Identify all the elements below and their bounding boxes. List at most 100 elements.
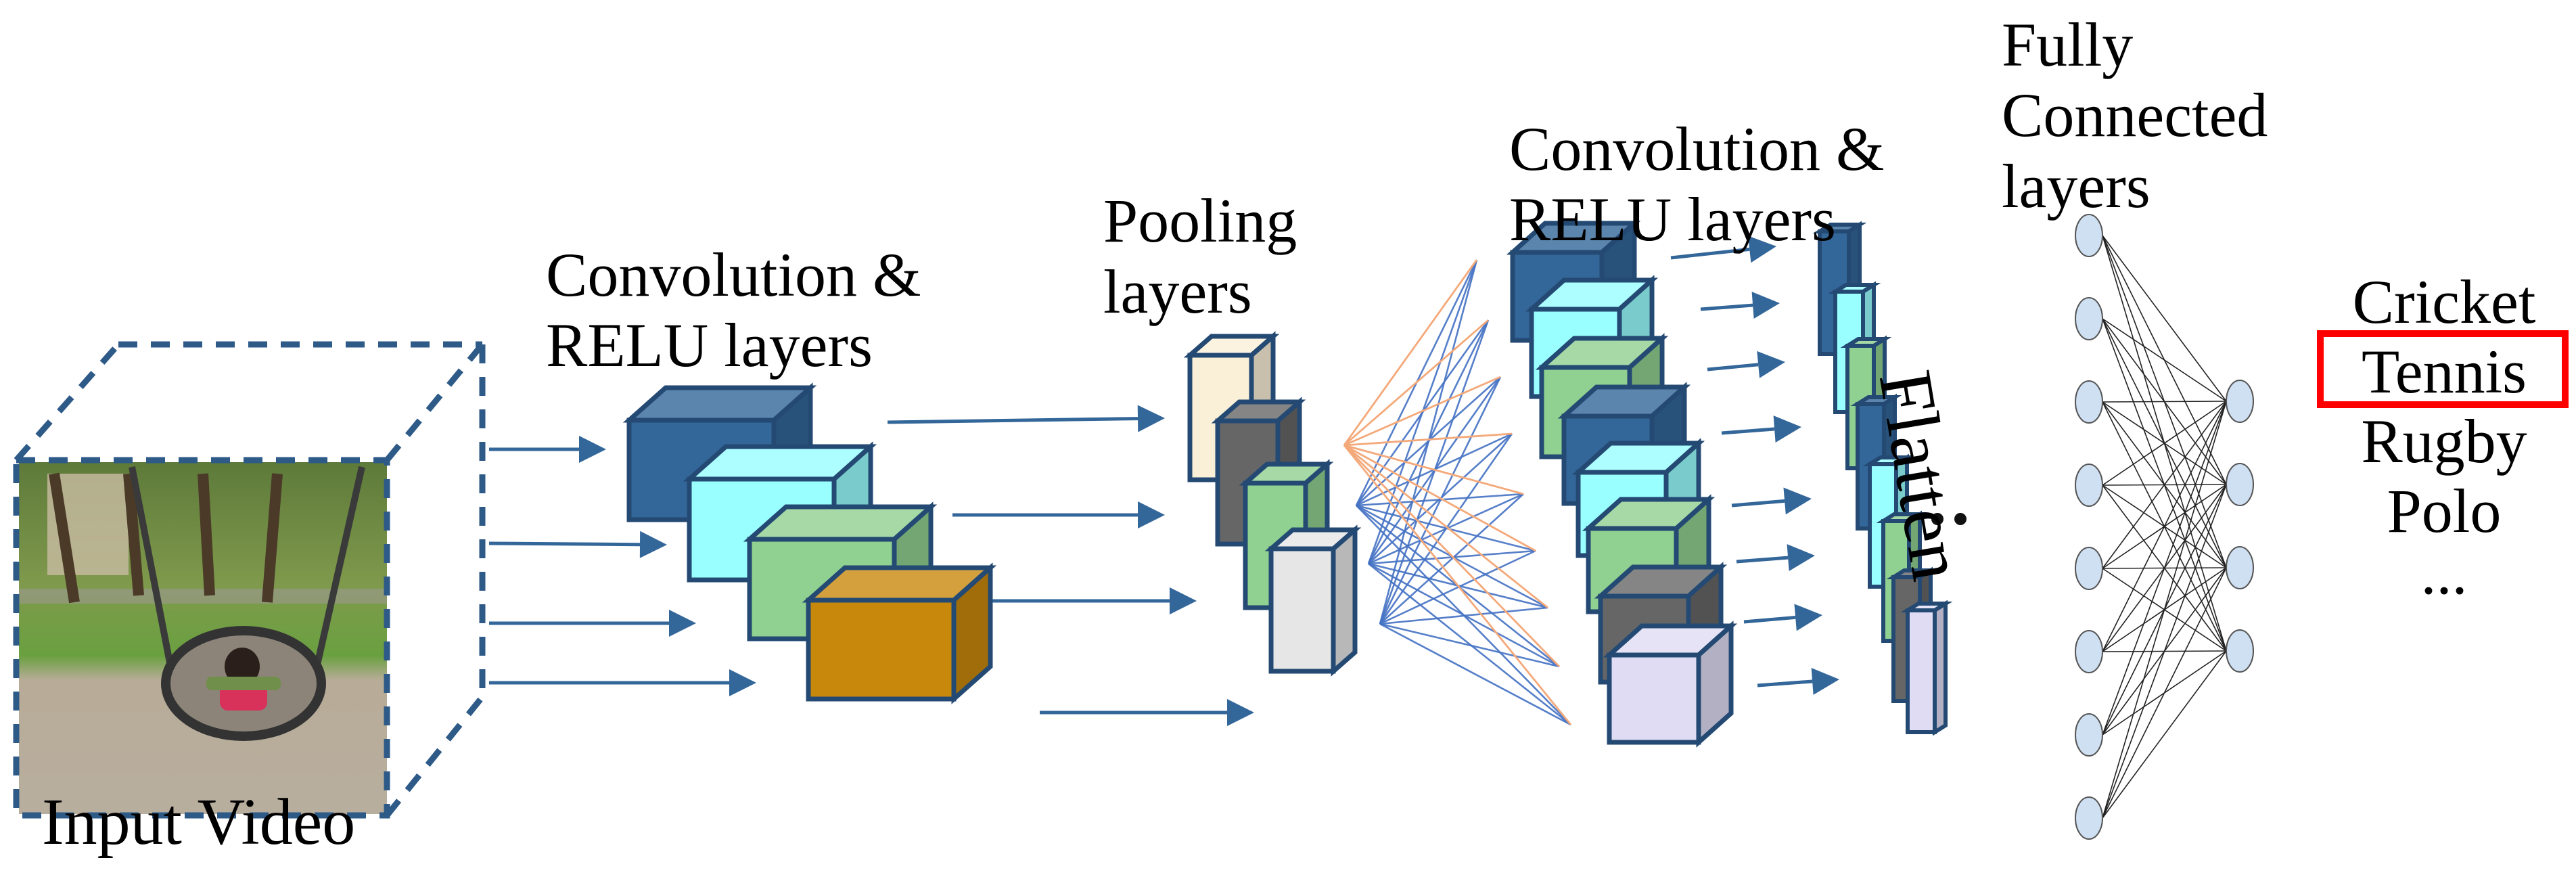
arrow-shaft [887,417,1138,424]
fc-input-node [2075,464,2103,507]
fc-output-node [2226,380,2254,423]
fc-output-node [2226,463,2254,506]
tree-trunks [49,472,283,604]
conv2-feature-map [1603,621,1738,748]
fc-edge [2102,401,2227,569]
output-class-rugby: Rugby [2361,407,2527,476]
connection-edge-highlighted [1343,445,1572,725]
fc-label: Fully Connected layers [2002,14,2272,230]
arrow-shaft [1731,499,1785,508]
connection-edge [1379,606,1548,625]
conv1-label-line-2: RELU layers [546,311,873,380]
arrow [991,587,1197,614]
fc-output-node [2226,629,2254,673]
arrow-head [1170,587,1197,614]
fc-input-node [2075,547,2103,590]
connection-edge-highlighted [1343,376,1501,447]
connection-network [1343,259,1572,726]
pooling-label-line-1: Pooling [1103,186,1297,255]
arrow-head [1794,604,1822,631]
cube-front-face [1268,546,1336,674]
connection-edge [1379,623,1560,668]
fc-label-line-1: Fully [2002,10,2134,79]
fc-input-node [2075,796,2103,840]
fc-edge [2102,401,2227,652]
arrow [1700,292,1780,319]
connection-edge [1379,319,1490,625]
input-video-frame [13,341,486,819]
arrow [1670,235,1776,263]
fc-edge [2102,401,2227,403]
arrow-shaft [1707,363,1759,371]
fc-edge [2102,567,2227,819]
pooling-feature-map [1264,524,1362,677]
arrow [887,405,1165,432]
connection-edge-highlighted [1343,259,1478,446]
arrows [488,235,1839,726]
fully-connected-network [2075,214,2254,840]
conv2-label: Convolution & RELU layers [1509,118,1915,253]
arrow-head [729,669,756,696]
arrow-head [1751,292,1780,319]
connection-edge-highlighted [1343,432,1513,447]
pooling-label-line-2: layers [1103,257,1252,326]
cube-front-face [1607,652,1701,745]
connection-edge [1379,376,1502,625]
arrow-head [1137,405,1165,432]
arrow [1731,487,1812,515]
connection-edge [1379,259,1478,625]
arrow-shaft [1721,427,1775,435]
arrow-head [1773,415,1801,443]
connection-edge-highlighted [1343,444,1524,495]
output-class-more: ... [2420,538,2468,607]
output-class-cricket: Cricket [2352,267,2536,336]
flatten-vector [1900,600,1953,736]
fc-input-node [2075,297,2103,340]
arrow-shaft [1743,615,1796,624]
arrow [1707,351,1785,378]
cube-front-face [806,598,957,702]
path-shape [19,589,387,604]
pooling-label: Pooling layers [1103,189,1306,325]
arrow [488,531,667,558]
arrow [489,669,756,696]
connection-edge-highlighted [1343,445,1561,667]
connection-edge-highlighted [1343,444,1548,609]
video-volume-outline [13,341,486,819]
arrow-shaft [488,541,641,547]
arrow [1736,544,1815,572]
child-arms [206,677,281,690]
fc-edge [2102,401,2227,486]
conv2-label-line-2: RELU layers [1509,185,1836,254]
fc-input-node [2075,214,2103,257]
arrow [489,436,606,463]
arrow-head [1783,487,1812,515]
arrow-shaft [1700,303,1753,311]
fc-edge [2102,650,2227,819]
fc-edge [2102,318,2227,402]
connection-edge-highlighted [1343,444,1536,552]
fc-edge [2102,484,2227,819]
arrow-shaft [1757,679,1813,688]
swing-ropes [129,466,365,678]
fc-edge [2102,401,2227,819]
arrow-head [1138,501,1165,528]
cube-side-face [1331,524,1358,677]
flatten-ellipsis [1931,513,1967,525]
arrow-shaft [1670,247,1750,260]
arrow-head [1811,668,1839,695]
conv2-label-line-1: Convolution & [1509,114,1885,183]
connection-edge [1379,493,1524,625]
connection-edge [1379,433,1513,625]
arrow-shaft [1736,556,1789,564]
arrow [952,501,1165,528]
arrow-head [669,610,696,637]
ellipsis-dot [1931,513,1944,525]
fc-input-node [2075,380,2103,424]
feature-maps [622,218,1953,748]
cube-front-face [1906,608,1937,734]
arrow [1757,668,1839,695]
fc-edge [2102,235,2227,402]
